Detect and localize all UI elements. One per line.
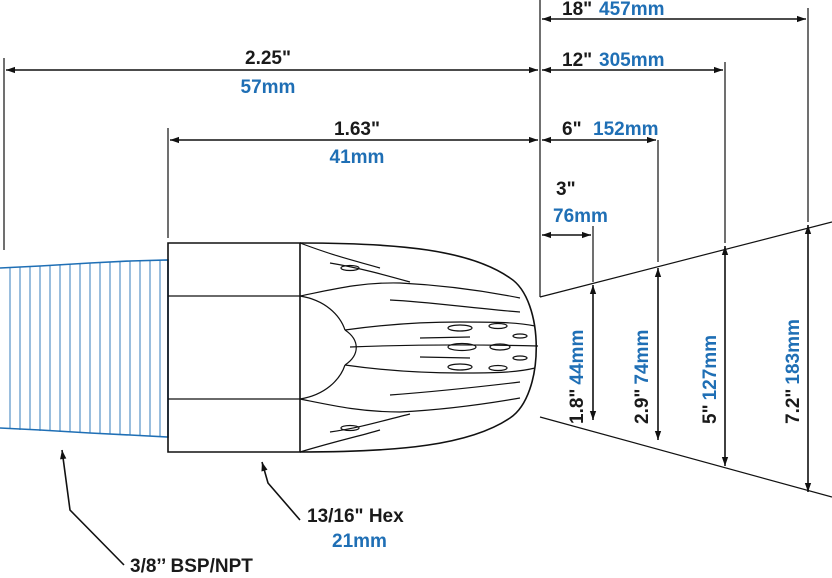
distance-12-imperial: 12" xyxy=(562,50,592,71)
nozzle-body xyxy=(167,242,539,453)
width-5-metric: 127mm xyxy=(700,335,721,401)
distance-6-imperial: 6" xyxy=(562,119,582,140)
width-5-imperial: 5" xyxy=(700,404,721,424)
hex-size-metric: 21mm xyxy=(332,531,387,552)
width-7-2-label: 7.2" 183mm xyxy=(783,319,804,424)
hex-leader-line xyxy=(261,461,301,521)
distance-6-metric: 152mm xyxy=(593,119,659,140)
thread-leader-line xyxy=(60,449,125,566)
spray-lower-boundary xyxy=(539,416,832,498)
width-2-9-metric: 74mm xyxy=(632,330,653,385)
distance-3-metric: 76mm xyxy=(553,206,608,227)
width-7-2-imperial: 7.2" xyxy=(783,389,804,424)
thread-size-label: 3/8’’ BSP/NPT xyxy=(130,556,253,577)
width-1-8-label: 1.8" 44mm xyxy=(567,330,588,424)
distance-18-imperial: 18" xyxy=(562,0,592,20)
threaded-inlet xyxy=(0,259,169,438)
width-2-9-imperial: 2.9" xyxy=(632,389,653,424)
spray-upper-boundary xyxy=(539,221,832,298)
body-length-imperial: 1.63" xyxy=(334,119,380,140)
hex-size-imperial: 13/16" Hex xyxy=(307,506,404,527)
body-length-metric: 41mm xyxy=(330,147,385,168)
width-1-8-metric: 44mm xyxy=(567,330,588,385)
width-1-8-imperial: 1.8" xyxy=(567,389,588,424)
distance-18-metric: 457mm xyxy=(599,0,665,20)
overall-length-metric: 57mm xyxy=(241,77,296,98)
width-5-label: 5" 127mm xyxy=(700,335,721,424)
width-7-2-metric: 183mm xyxy=(783,319,804,385)
overall-length-imperial: 2.25" xyxy=(245,48,291,69)
width-2-9-label: 2.9" 74mm xyxy=(632,330,653,424)
extension-lines xyxy=(3,0,809,297)
distance-12-metric: 305mm xyxy=(599,50,665,71)
distance-3-imperial: 3" xyxy=(556,179,576,200)
